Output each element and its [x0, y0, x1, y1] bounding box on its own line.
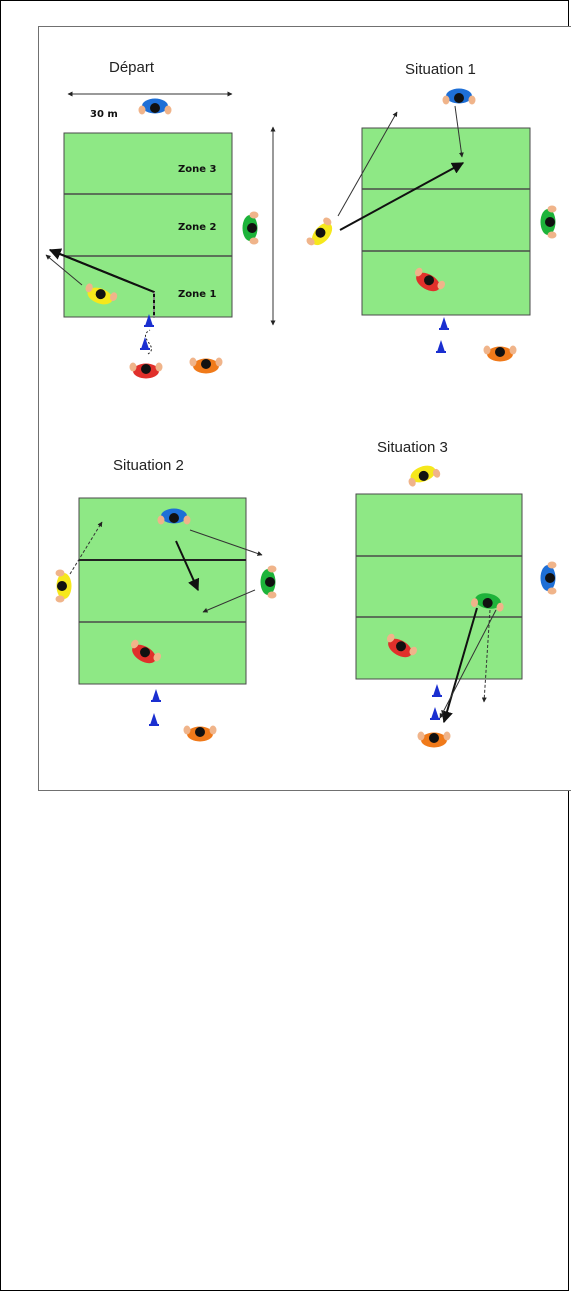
run-arrow — [337, 111, 398, 217]
player-yellow — [304, 215, 339, 252]
cone — [432, 684, 442, 697]
distance-label: 30 m — [90, 109, 118, 120]
panel-situation-3: Situation 3 — [355, 439, 557, 748]
player-blue — [442, 88, 476, 105]
run-arrow-dashed — [481, 609, 491, 703]
player-blue — [540, 561, 557, 595]
panel-situation-2: Situation 2 — [55, 457, 277, 742]
cone — [439, 317, 449, 330]
zone-1-label: Zone 1 — [178, 289, 217, 300]
pass-arrow-head — [48, 248, 155, 293]
situation-2-title: Situation 2 — [113, 457, 184, 474]
zone-3-label: Zone 3 — [178, 164, 217, 175]
pass-arrow — [175, 540, 200, 592]
player-red — [129, 362, 163, 379]
player-orange — [183, 725, 217, 742]
player-orange — [483, 345, 517, 362]
player-green — [242, 211, 259, 245]
player-blue — [138, 98, 172, 115]
cone — [436, 340, 446, 353]
cone — [151, 689, 161, 702]
cone — [140, 337, 150, 350]
run-arrow — [439, 609, 497, 719]
run-arrow-dashed — [69, 521, 103, 575]
depart-title: Départ — [109, 59, 155, 76]
player-yellow — [55, 569, 72, 603]
player-yellow — [404, 461, 442, 488]
pass-arrow — [441, 607, 478, 724]
run-arrow — [202, 589, 256, 613]
player-green — [540, 205, 557, 239]
cone — [149, 713, 159, 726]
player-orange — [417, 731, 451, 748]
curved-run-path — [144, 329, 152, 355]
cone — [430, 707, 440, 720]
run-arrow — [189, 529, 263, 556]
run-arrow — [45, 254, 83, 286]
player-green — [260, 565, 277, 599]
zone-2-label: Zone 2 — [178, 222, 217, 233]
run-arrow — [454, 105, 464, 158]
situation-3-title: Situation 3 — [377, 439, 448, 456]
panel-depart: Départ 30 m Zone 3 Zone 2 Zone 1 — [45, 59, 276, 379]
field-situation-1 — [361, 127, 531, 316]
situation-1-title: Situation 1 — [405, 61, 476, 78]
player-orange — [189, 357, 223, 374]
panel-situation-1: Situation 1 — [304, 61, 557, 362]
field-situation-2 — [78, 497, 247, 685]
pass-arrow — [339, 162, 465, 231]
field-situation-3 — [355, 493, 523, 680]
